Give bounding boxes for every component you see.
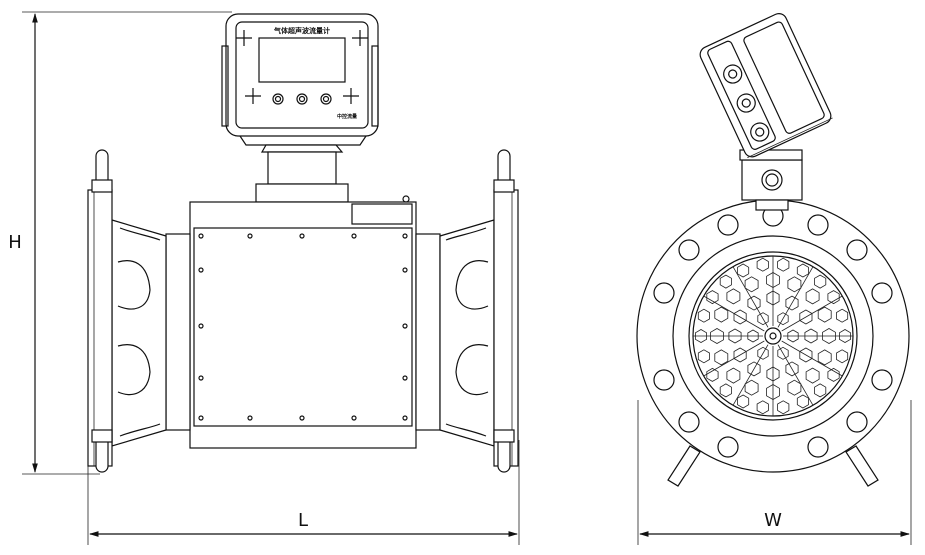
honeycomb-cell [744, 276, 759, 293]
honeycomb-cell [757, 312, 769, 326]
honeycomb-spoke [732, 266, 769, 328]
honeycomb-cell [814, 274, 827, 289]
left-flange [87, 149, 167, 473]
width-label: W [764, 510, 782, 531]
side-view: W [636, 13, 912, 545]
button-left-icon [272, 93, 284, 105]
honeycomb-cell [805, 288, 820, 305]
honeycomb-cell [804, 328, 818, 344]
width-dimension: W [637, 400, 912, 545]
honeycomb-cell [785, 295, 799, 311]
honeycomb-cell [719, 274, 732, 289]
honeycomb-cell [817, 306, 832, 323]
cover-screws [198, 233, 408, 421]
honeycomb-cell [805, 367, 820, 384]
honeycomb-cell [706, 290, 719, 305]
side-neck [739, 149, 803, 211]
honeycomb-cell [757, 346, 769, 360]
honeycomb-cell [719, 383, 732, 398]
honeycomb-cell [822, 328, 836, 344]
flange-disk [636, 199, 910, 473]
length-label: L [298, 510, 308, 531]
honeycomb-cell [714, 349, 729, 366]
lcd-screen [258, 37, 346, 83]
honeycomb-cell [777, 257, 790, 272]
honeycomb-cell [728, 328, 742, 344]
neck [255, 144, 349, 203]
support-legs [667, 445, 879, 487]
honeycomb-cell [756, 257, 769, 272]
honeycomb-cell [756, 400, 769, 415]
right-flange [439, 149, 519, 473]
honeycomb-cell [839, 329, 851, 343]
honeycomb-spoke [703, 295, 765, 332]
honeycomb-cell [726, 367, 741, 384]
flow-conditioner [693, 256, 853, 416]
honeycomb-spoke [781, 340, 843, 377]
honeycomb-cell [827, 290, 840, 305]
honeycomb-cell [747, 329, 759, 343]
button-right-icon [320, 93, 332, 105]
honeycomb-spoke [703, 340, 765, 377]
honeycomb-cell [836, 308, 849, 323]
honeycomb-cell [714, 306, 729, 323]
honeycomb-cell [706, 367, 719, 382]
honeycomb-spoke [732, 344, 769, 406]
honeycomb-spoke [781, 295, 843, 332]
honeycomb-cell [836, 349, 849, 364]
meter-body [165, 195, 441, 449]
honeycomb-cell [695, 329, 707, 343]
honeycomb-cell [787, 329, 799, 343]
honeycomb-cell [817, 349, 832, 366]
honeycomb-cell [710, 328, 724, 344]
honeycomb-cell [747, 361, 761, 377]
honeycomb-spoke [777, 344, 814, 406]
honeycomb-cell [697, 308, 710, 323]
display-title: 气体超声波流量计 [273, 26, 330, 35]
honeycomb-spoke [777, 266, 814, 328]
honeycomb-cell [747, 295, 761, 311]
honeycomb-cell [796, 263, 809, 278]
honeycomb-cell [785, 361, 799, 377]
brand-logo-text: 中控流量 [337, 113, 357, 120]
honeycomb-cell [777, 400, 790, 415]
honeycomb-cell [737, 263, 750, 278]
bolt-holes [653, 205, 893, 458]
honeycomb-cell [697, 349, 710, 364]
length-dimension: L [87, 440, 520, 545]
honeycomb-cell [787, 276, 802, 293]
honeycomb-cell [777, 346, 789, 360]
height-dimension: H [4, 11, 232, 475]
height-label: H [8, 232, 22, 253]
honeycomb-cell [827, 367, 840, 382]
button-middle-icon [296, 93, 308, 105]
honeycomb-cell [814, 383, 827, 398]
display-head: 气体超声波流量计 中控流量 [221, 13, 379, 146]
front-view: H L 气体超声波流量计 中控流量 [4, 11, 520, 545]
honeycomb-cell [777, 312, 789, 326]
side-display-head [699, 13, 833, 159]
honeycomb-cell [726, 288, 741, 305]
